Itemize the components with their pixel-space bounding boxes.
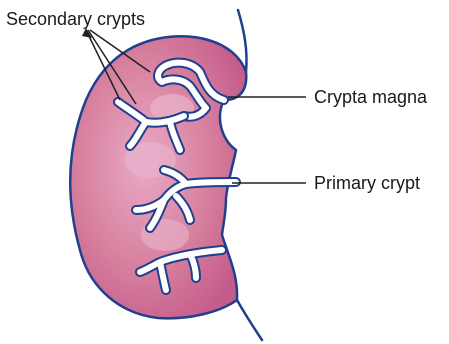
primary-crypt-label: Primary crypt (314, 174, 420, 192)
lower-surface-line (237, 300, 262, 340)
secondary-crypts-label: Secondary crypts (6, 10, 145, 28)
crypta-magna-label: Crypta magna (314, 88, 427, 106)
